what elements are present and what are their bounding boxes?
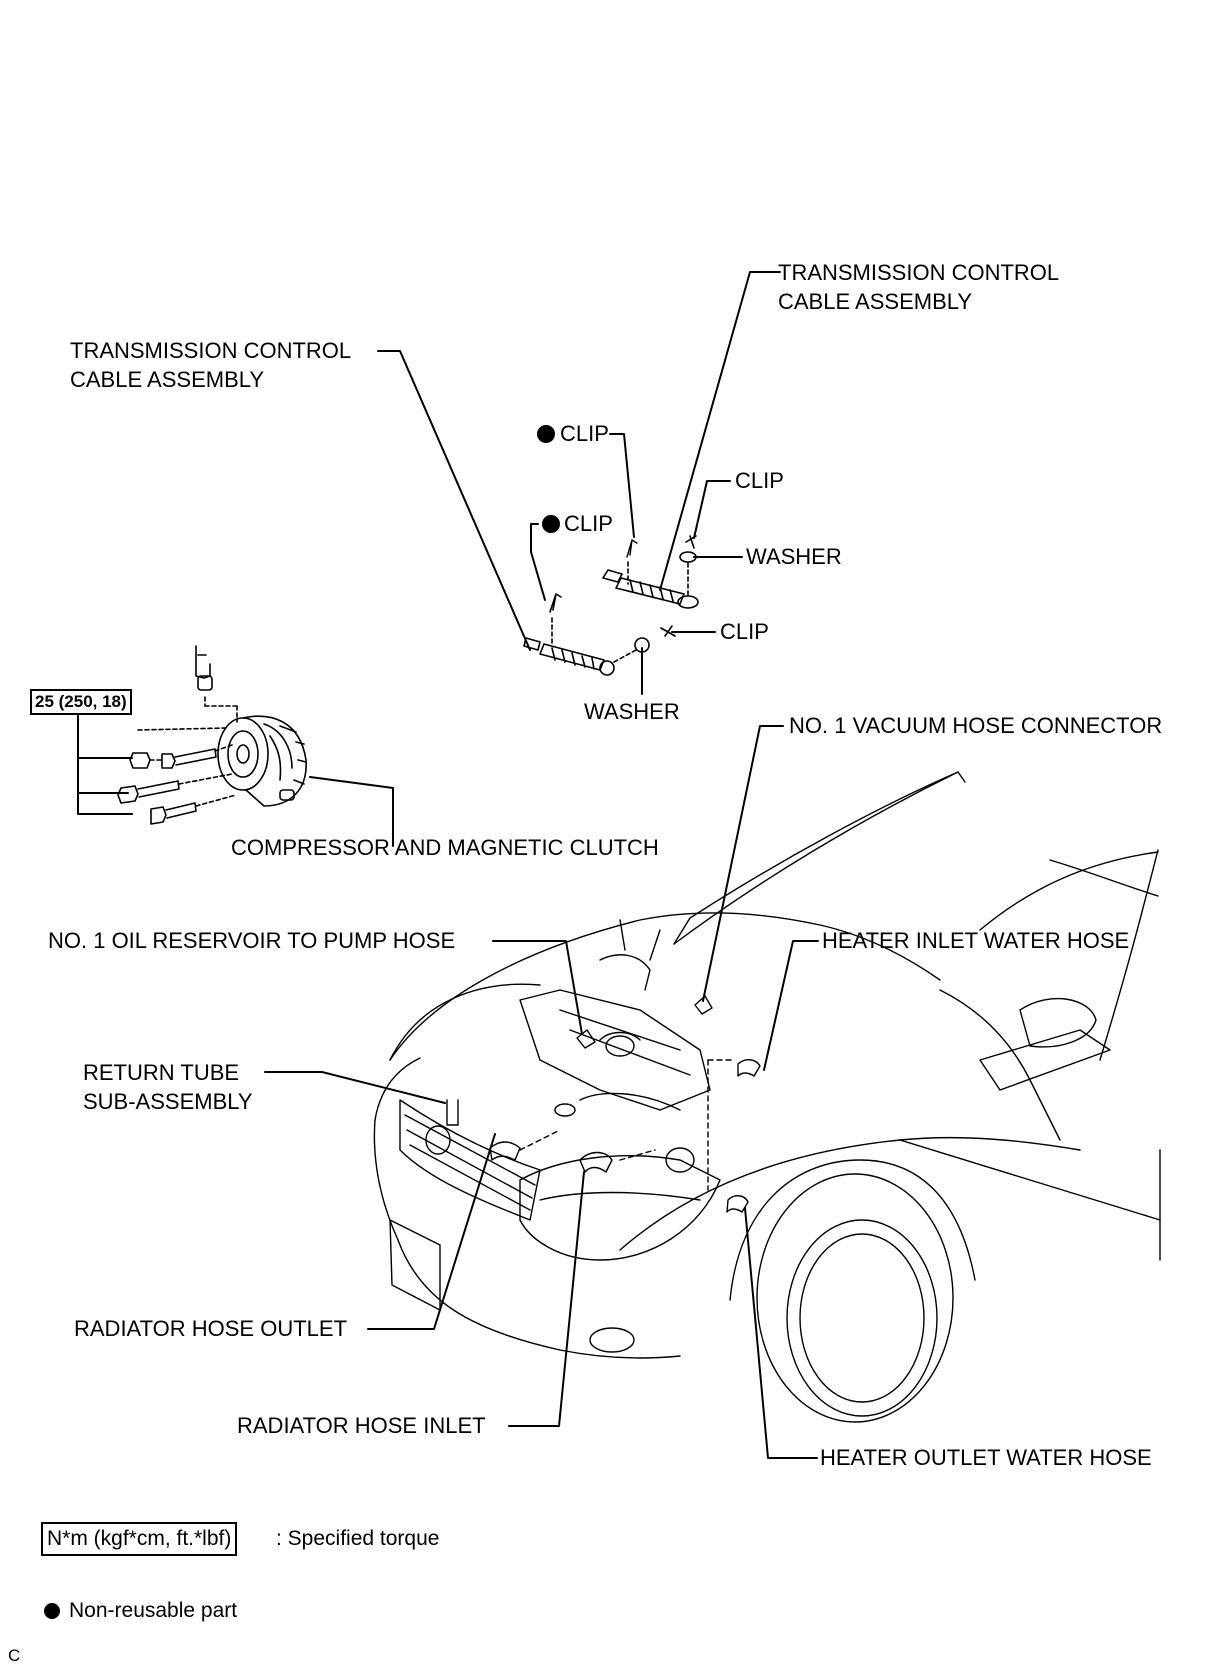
leader-lines: [77, 271, 819, 1459]
label-return-tube-line2: SUB-ASSEMBLY: [83, 1089, 253, 1114]
legend-torque-box: N*m (kgf*cm, ft.*lbf): [41, 1522, 238, 1556]
label-clip-right-top: CLIP: [735, 468, 784, 493]
label-oil-reservoir-hose: NO. 1 OIL RESERVOIR TO PUMP HOSE: [48, 928, 456, 953]
label-return-tube-line1: RETURN TUBE: [83, 1060, 240, 1085]
corner-mark: C: [8, 1646, 21, 1665]
label-tcca-right-line1: TRANSMISSION CONTROL: [778, 260, 1060, 285]
label-tcca-left-line2: CABLE ASSEMBLY: [70, 367, 265, 392]
transmission-control-cable-right: [602, 539, 699, 609]
legend-torque-description: : Specified torque: [276, 1527, 440, 1550]
compressor-and-magnetic-clutch: [117, 645, 307, 825]
label-heater-inlet-hose: HEATER INLET WATER HOSE: [822, 928, 1130, 953]
label-clip-mid: CLIP: [564, 511, 613, 536]
label-washer-right: WASHER: [746, 544, 842, 569]
label-washer-bottom: WASHER: [584, 699, 680, 724]
nonreusable-legend-dot: [44, 1603, 60, 1619]
vehicle-body: [373, 771, 1161, 1423]
compressor-bolts: [117, 727, 237, 825]
transmission-control-cable-left: [523, 593, 650, 676]
label-compressor: COMPRESSOR AND MAGNETIC CLUTCH: [231, 835, 659, 860]
torque-spec-box: 25 (250, 18): [30, 689, 132, 715]
label-radiator-hose-inlet: RADIATOR HOSE INLET: [237, 1413, 486, 1438]
legend-nonreusable-description: Non-reusable part: [69, 1599, 238, 1622]
nonreusable-dot-clip-mid: [542, 515, 560, 533]
clip-washer-right: [660, 535, 697, 637]
label-clip-top: CLIP: [560, 421, 609, 446]
label-heater-outlet-hose: HEATER OUTLET WATER HOSE: [820, 1445, 1152, 1470]
label-tcca-left-line1: TRANSMISSION CONTROL: [70, 338, 352, 363]
label-vacuum-hose-connector: NO. 1 VACUUM HOSE CONNECTOR: [789, 713, 1163, 738]
label-tcca-right-line2: CABLE ASSEMBLY: [778, 289, 973, 314]
label-clip-right-bottom: CLIP: [720, 619, 769, 644]
nonreusable-dot-clip-top: [537, 425, 555, 443]
label-radiator-hose-outlet: RADIATOR HOSE OUTLET: [74, 1316, 348, 1341]
